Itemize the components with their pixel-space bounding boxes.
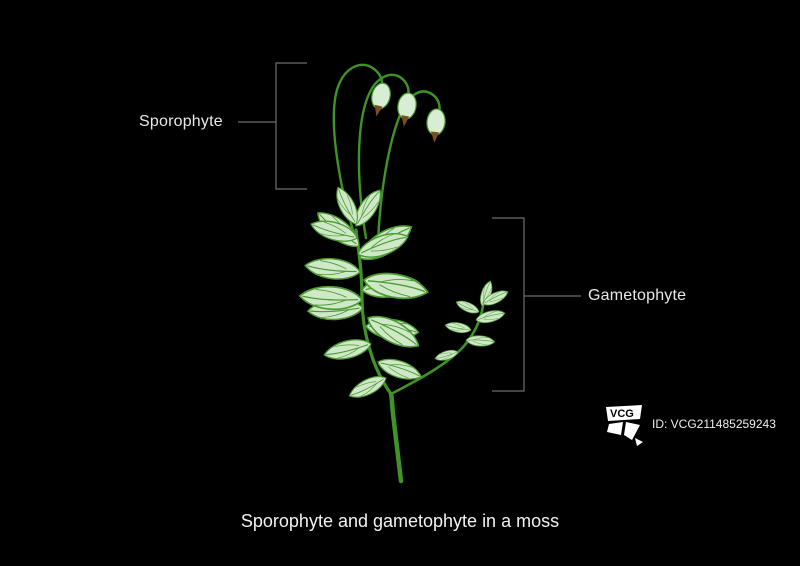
vcg-logo-text: VCG xyxy=(610,408,634,420)
gametophyte-bracket xyxy=(492,217,581,392)
gametophyte-leaves xyxy=(297,183,431,403)
vcg-logo-icon: VCG xyxy=(606,405,643,446)
sporophyte-bracket xyxy=(238,62,307,190)
label-gametophyte: Gametophyte xyxy=(588,287,687,304)
diagram-caption: Sporophyte and gametophyte in a moss xyxy=(240,511,560,531)
gametophyte-side-shoot-leaves xyxy=(433,279,511,363)
label-sporophyte: Sporophyte xyxy=(139,113,223,130)
sporophyte-capsules xyxy=(366,80,447,145)
watermark: VCG ID: VCG211485259243 xyxy=(604,401,776,447)
watermark-id: ID: VCG211485259243 xyxy=(652,417,776,431)
gametophyte-stems xyxy=(354,228,485,484)
